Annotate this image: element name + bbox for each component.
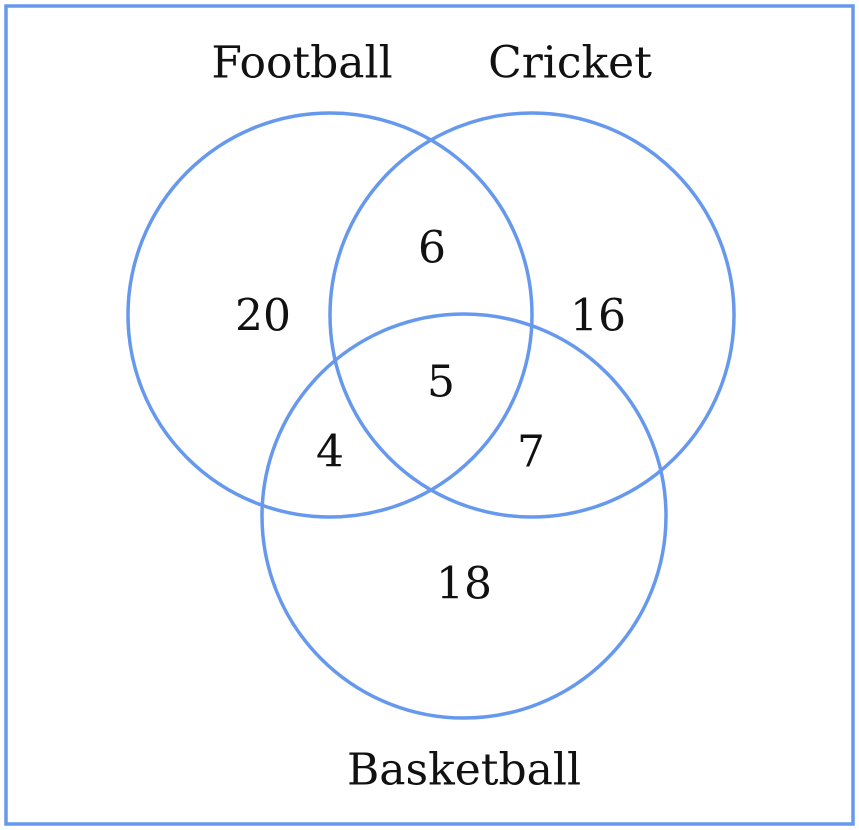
football-only-count: 20 <box>235 291 291 342</box>
universe-frame <box>4 4 855 826</box>
cricket-circle <box>328 111 736 519</box>
cricket-basketball-count: 7 <box>517 427 545 478</box>
football-label: Football <box>211 38 392 89</box>
football-cricket-count: 6 <box>418 223 446 274</box>
football-circle <box>126 111 534 519</box>
basketball-circle <box>260 312 668 720</box>
cricket-label: Cricket <box>488 38 652 89</box>
basketball-only-count: 18 <box>436 559 492 610</box>
football-basketball-count: 4 <box>316 427 344 478</box>
all-three-count: 5 <box>427 357 455 408</box>
basketball-label: Basketball <box>347 745 581 796</box>
cricket-only-count: 16 <box>570 291 626 342</box>
